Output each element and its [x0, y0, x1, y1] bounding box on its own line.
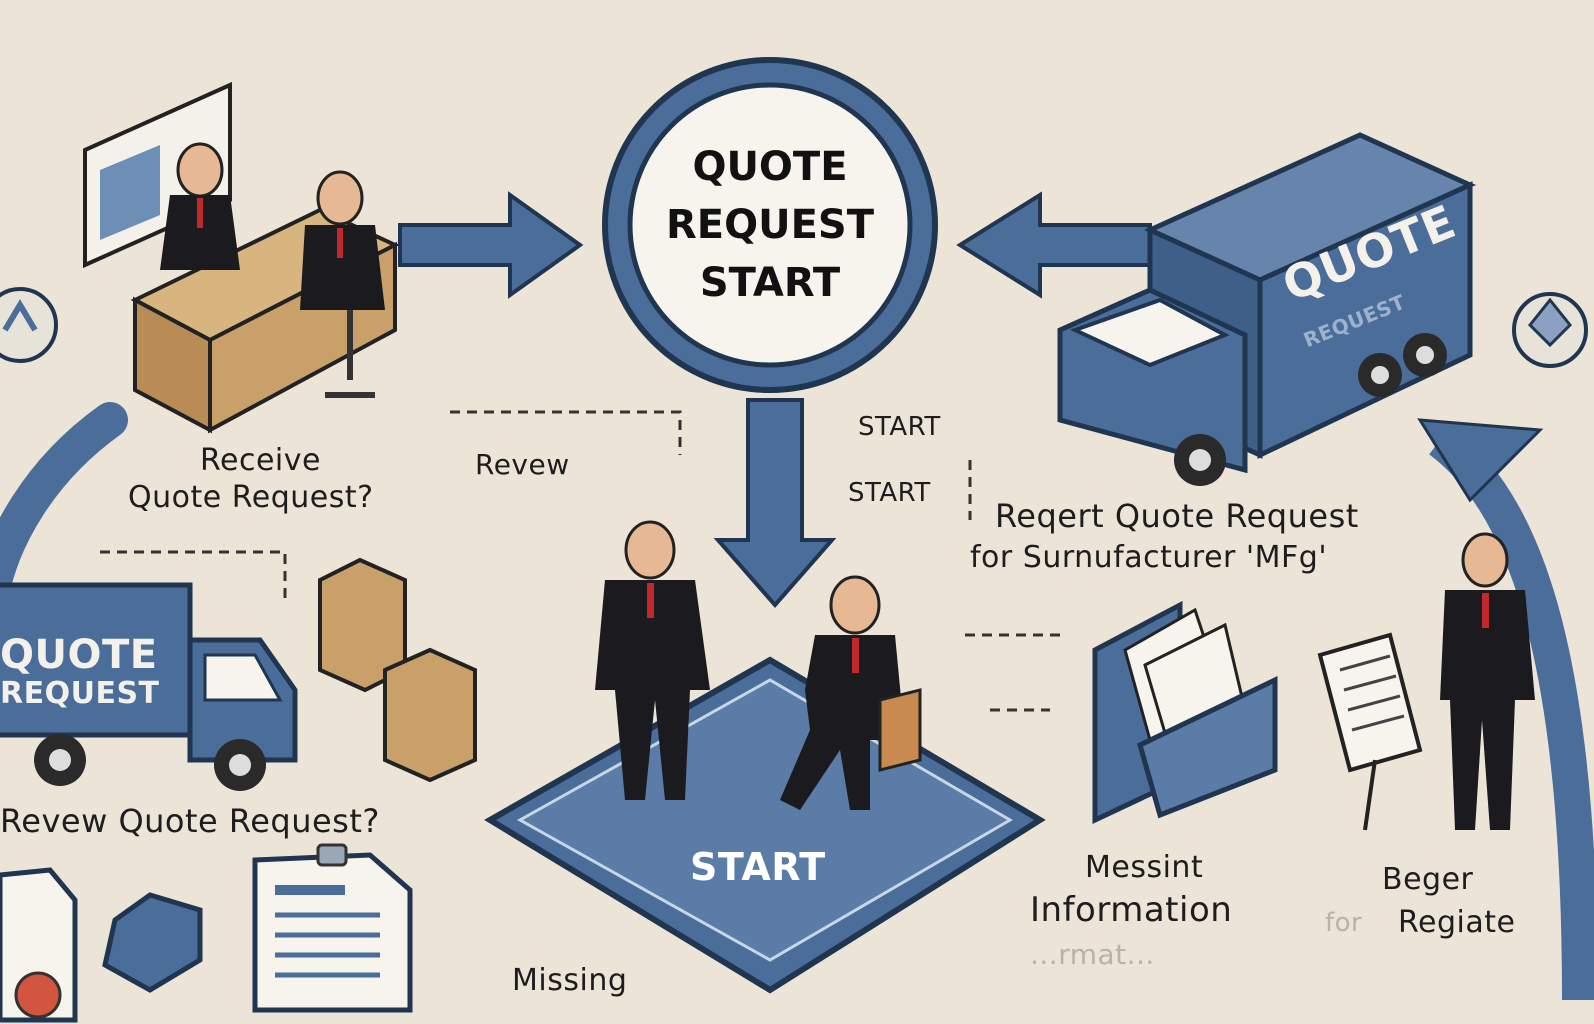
gem-icon: [102, 892, 203, 993]
truck-icon: [1057, 132, 1477, 486]
platform: [484, 656, 1046, 994]
label-receive-2: Quote Request?: [128, 480, 374, 515]
hub-circle: [602, 57, 938, 393]
truck-left-line-1: QUOTE: [0, 632, 158, 678]
hub-line-2: REQUEST: [665, 202, 875, 248]
person-icon: [1440, 532, 1535, 830]
label-beger-2: Regiate: [1398, 905, 1516, 940]
left-sweep-arrow: [0, 402, 128, 615]
right-sweep-arrowhead: [1417, 418, 1544, 503]
person-icon: [300, 170, 385, 398]
person-icon: [160, 142, 240, 270]
dashed-connector: [100, 410, 1065, 712]
label-beger-1: Beger: [1382, 862, 1474, 897]
label-beger-ghost: for: [1325, 908, 1363, 938]
hub-line-1: QUOTE: [692, 144, 848, 190]
truck-left-line-2: REQUEST: [0, 676, 160, 711]
platform-label: START: [690, 845, 826, 889]
label-start-top: START: [858, 412, 941, 442]
label-revew-quote: Revew Quote Request?: [0, 802, 380, 840]
label-start-mid: START: [848, 478, 931, 508]
document-icon: [252, 843, 413, 1013]
truck-icon: [0, 582, 298, 791]
label-reqert-1: Reqert Quote Request: [995, 497, 1359, 535]
person-icon: [780, 575, 922, 810]
badge-icon: [0, 287, 58, 363]
label-messint-2: Information: [1030, 890, 1233, 930]
label-messint-1: Messint: [1085, 850, 1204, 885]
label-missing-left: Missing: [512, 963, 628, 998]
box-icon: [318, 557, 477, 783]
document-icon: [1317, 632, 1423, 831]
label-reqert-2: for Surnufacturer 'MFg': [970, 540, 1328, 575]
folder-icon: [1092, 600, 1278, 824]
label-receive-1: Receive: [200, 443, 321, 478]
label-review: Revew: [475, 448, 570, 481]
label-messint-ghost: ...rmat...: [1030, 938, 1155, 971]
balloon-icon: [1512, 292, 1588, 368]
arrow-icon: [956, 191, 1152, 299]
person-icon: [595, 520, 710, 800]
whiteboard-icon: [83, 81, 232, 269]
arrow-icon: [713, 398, 837, 609]
document-icon: [0, 867, 78, 1023]
arrow-icon: [398, 191, 584, 299]
hub-line-3: START: [699, 260, 841, 306]
hub-title: QUOTE REQUEST START: [640, 138, 900, 312]
